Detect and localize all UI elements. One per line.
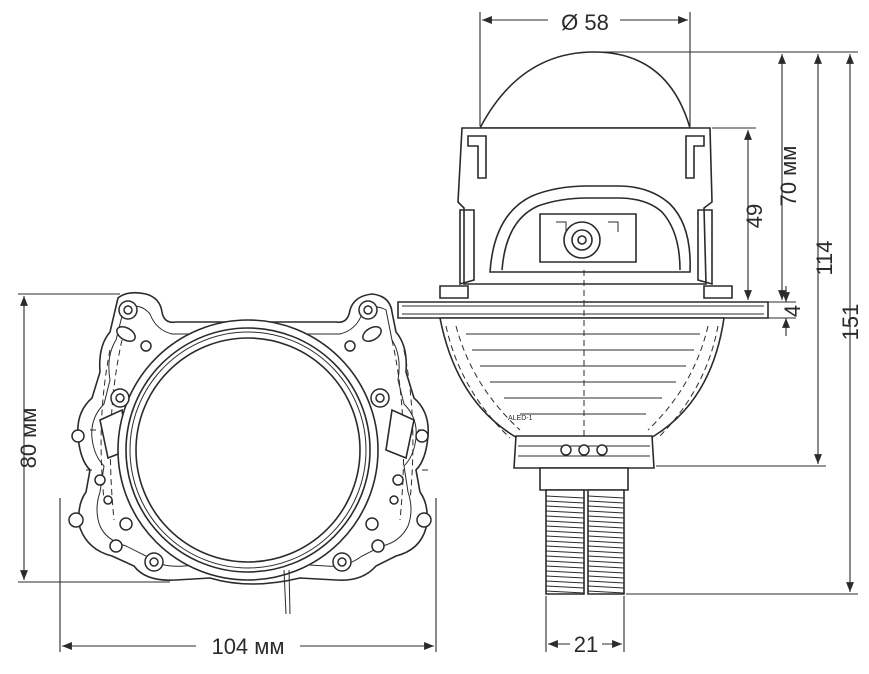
wire [283,569,291,615]
thread-line [587,565,625,569]
dim-114-label: 114 [812,240,837,275]
bowl-pattern-left [445,325,521,439]
thread-line [587,590,625,594]
thread-line [545,510,585,514]
thread-line [545,505,585,509]
thread-line [545,565,585,569]
bowl-pattern-right [647,325,719,439]
connector-block [539,467,629,491]
thread-line [545,530,585,534]
mounting-holes [68,300,432,572]
thread-line [587,545,625,549]
thread-line [545,575,585,579]
thread-line [545,500,585,504]
thread-line [587,580,625,584]
thread-line [545,555,585,559]
side-view: ALED-1 Ø 58 70 мм [397,6,863,658]
thread-line [587,520,625,524]
thread-line [587,495,625,499]
thread-line [587,585,625,589]
clip-right [685,135,705,179]
thread-line [587,560,625,564]
dim-lens-diameter: Ø 58 [479,6,691,126]
thread-line [545,570,585,574]
lens-glass [135,337,361,563]
heatsink [545,489,625,595]
dim-21: 21 [545,596,625,658]
thread-line [587,525,625,529]
clip-left [467,135,487,179]
thread-line [545,590,585,594]
dim-151-label: 151 [838,304,863,341]
dim-4-label: 4 [780,305,805,317]
thread-line [545,495,585,499]
solenoid-coil [563,221,601,259]
dim-4: 4 [768,286,805,336]
dim-49: 49 [712,127,767,300]
thread-line [545,525,585,529]
thread-line [587,505,625,509]
dim-lens-diameter-label: Ø 58 [561,10,609,35]
shield-arch-inner [501,197,681,271]
thread-line [545,540,585,544]
thread-line [545,550,585,554]
thread-line [587,550,625,554]
thread-line [587,500,625,504]
thread-line [545,535,585,539]
side-tab-right [385,408,415,460]
lens-dome [478,51,692,129]
mounting-flange [397,301,769,319]
dim-front-height: 80 мм [16,293,170,583]
lens-ring-3 [129,331,367,569]
dim-front-width-label: 104 мм [211,634,284,659]
lens-outer-ring [117,319,379,581]
dim-49-label: 49 [742,204,767,228]
thread-line [587,555,625,559]
holder-bracket-right [697,209,733,299]
dim-70-label: 70 мм [776,146,801,207]
dim-front-height-label: 80 мм [16,408,41,469]
thread-line [545,580,585,584]
thread-line [587,575,625,579]
thread-line [545,585,585,589]
dim-114: 114 [656,54,837,467]
thread-line [545,560,585,564]
dim-front-width: 104 мм [59,498,437,660]
thread-line [545,545,585,549]
front-view: 80 мм 104 мм [16,291,437,660]
dim-151: 151 [626,51,863,595]
thread-line [545,520,585,524]
dim-21-label: 21 [574,632,598,657]
thread-line [587,535,625,539]
thread-line [545,515,585,519]
thread-line [587,515,625,519]
lens-ring-2 [125,327,371,573]
part-marking: ALED-1 [508,415,533,422]
thread-line [587,530,625,534]
heatsink-threads [545,495,625,594]
thread-line [587,540,625,544]
thread-line [587,510,625,514]
holder-bracket-left [439,209,475,299]
thread-line [587,570,625,574]
dim-70: 70 мм [594,51,801,300]
reflector-ribs [466,333,700,415]
